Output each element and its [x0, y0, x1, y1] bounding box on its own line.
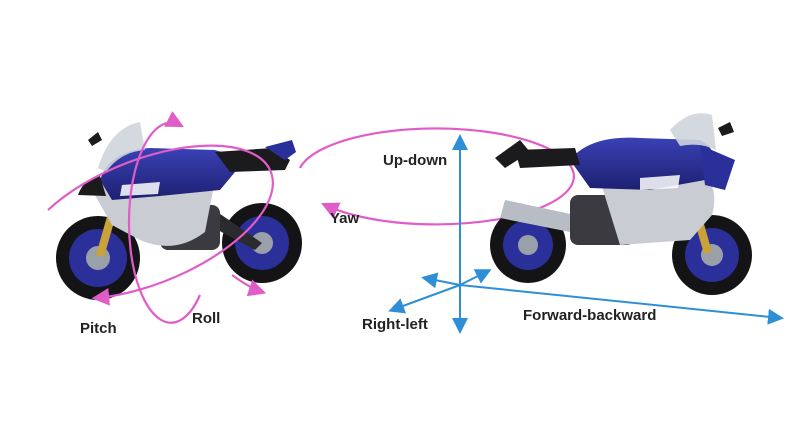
roll-label: Roll	[192, 310, 221, 327]
pitch-arrow-icon	[47, 144, 274, 306]
translation-axes	[388, 134, 784, 334]
right-left-label: Right-left	[362, 316, 428, 333]
left-motorcycle-icon	[56, 122, 302, 300]
forward-backward-axis-icon	[459, 284, 784, 325]
right-left-axis-icon	[388, 284, 461, 314]
right-motorcycle-icon	[490, 113, 752, 295]
roll-arrow-icon	[127, 111, 202, 324]
yaw-label: Yaw	[330, 210, 360, 227]
up-down-label: Up-down	[383, 152, 448, 169]
forward-backward-label: Forward-backward	[523, 307, 657, 324]
pitch-label: Pitch	[80, 320, 117, 337]
